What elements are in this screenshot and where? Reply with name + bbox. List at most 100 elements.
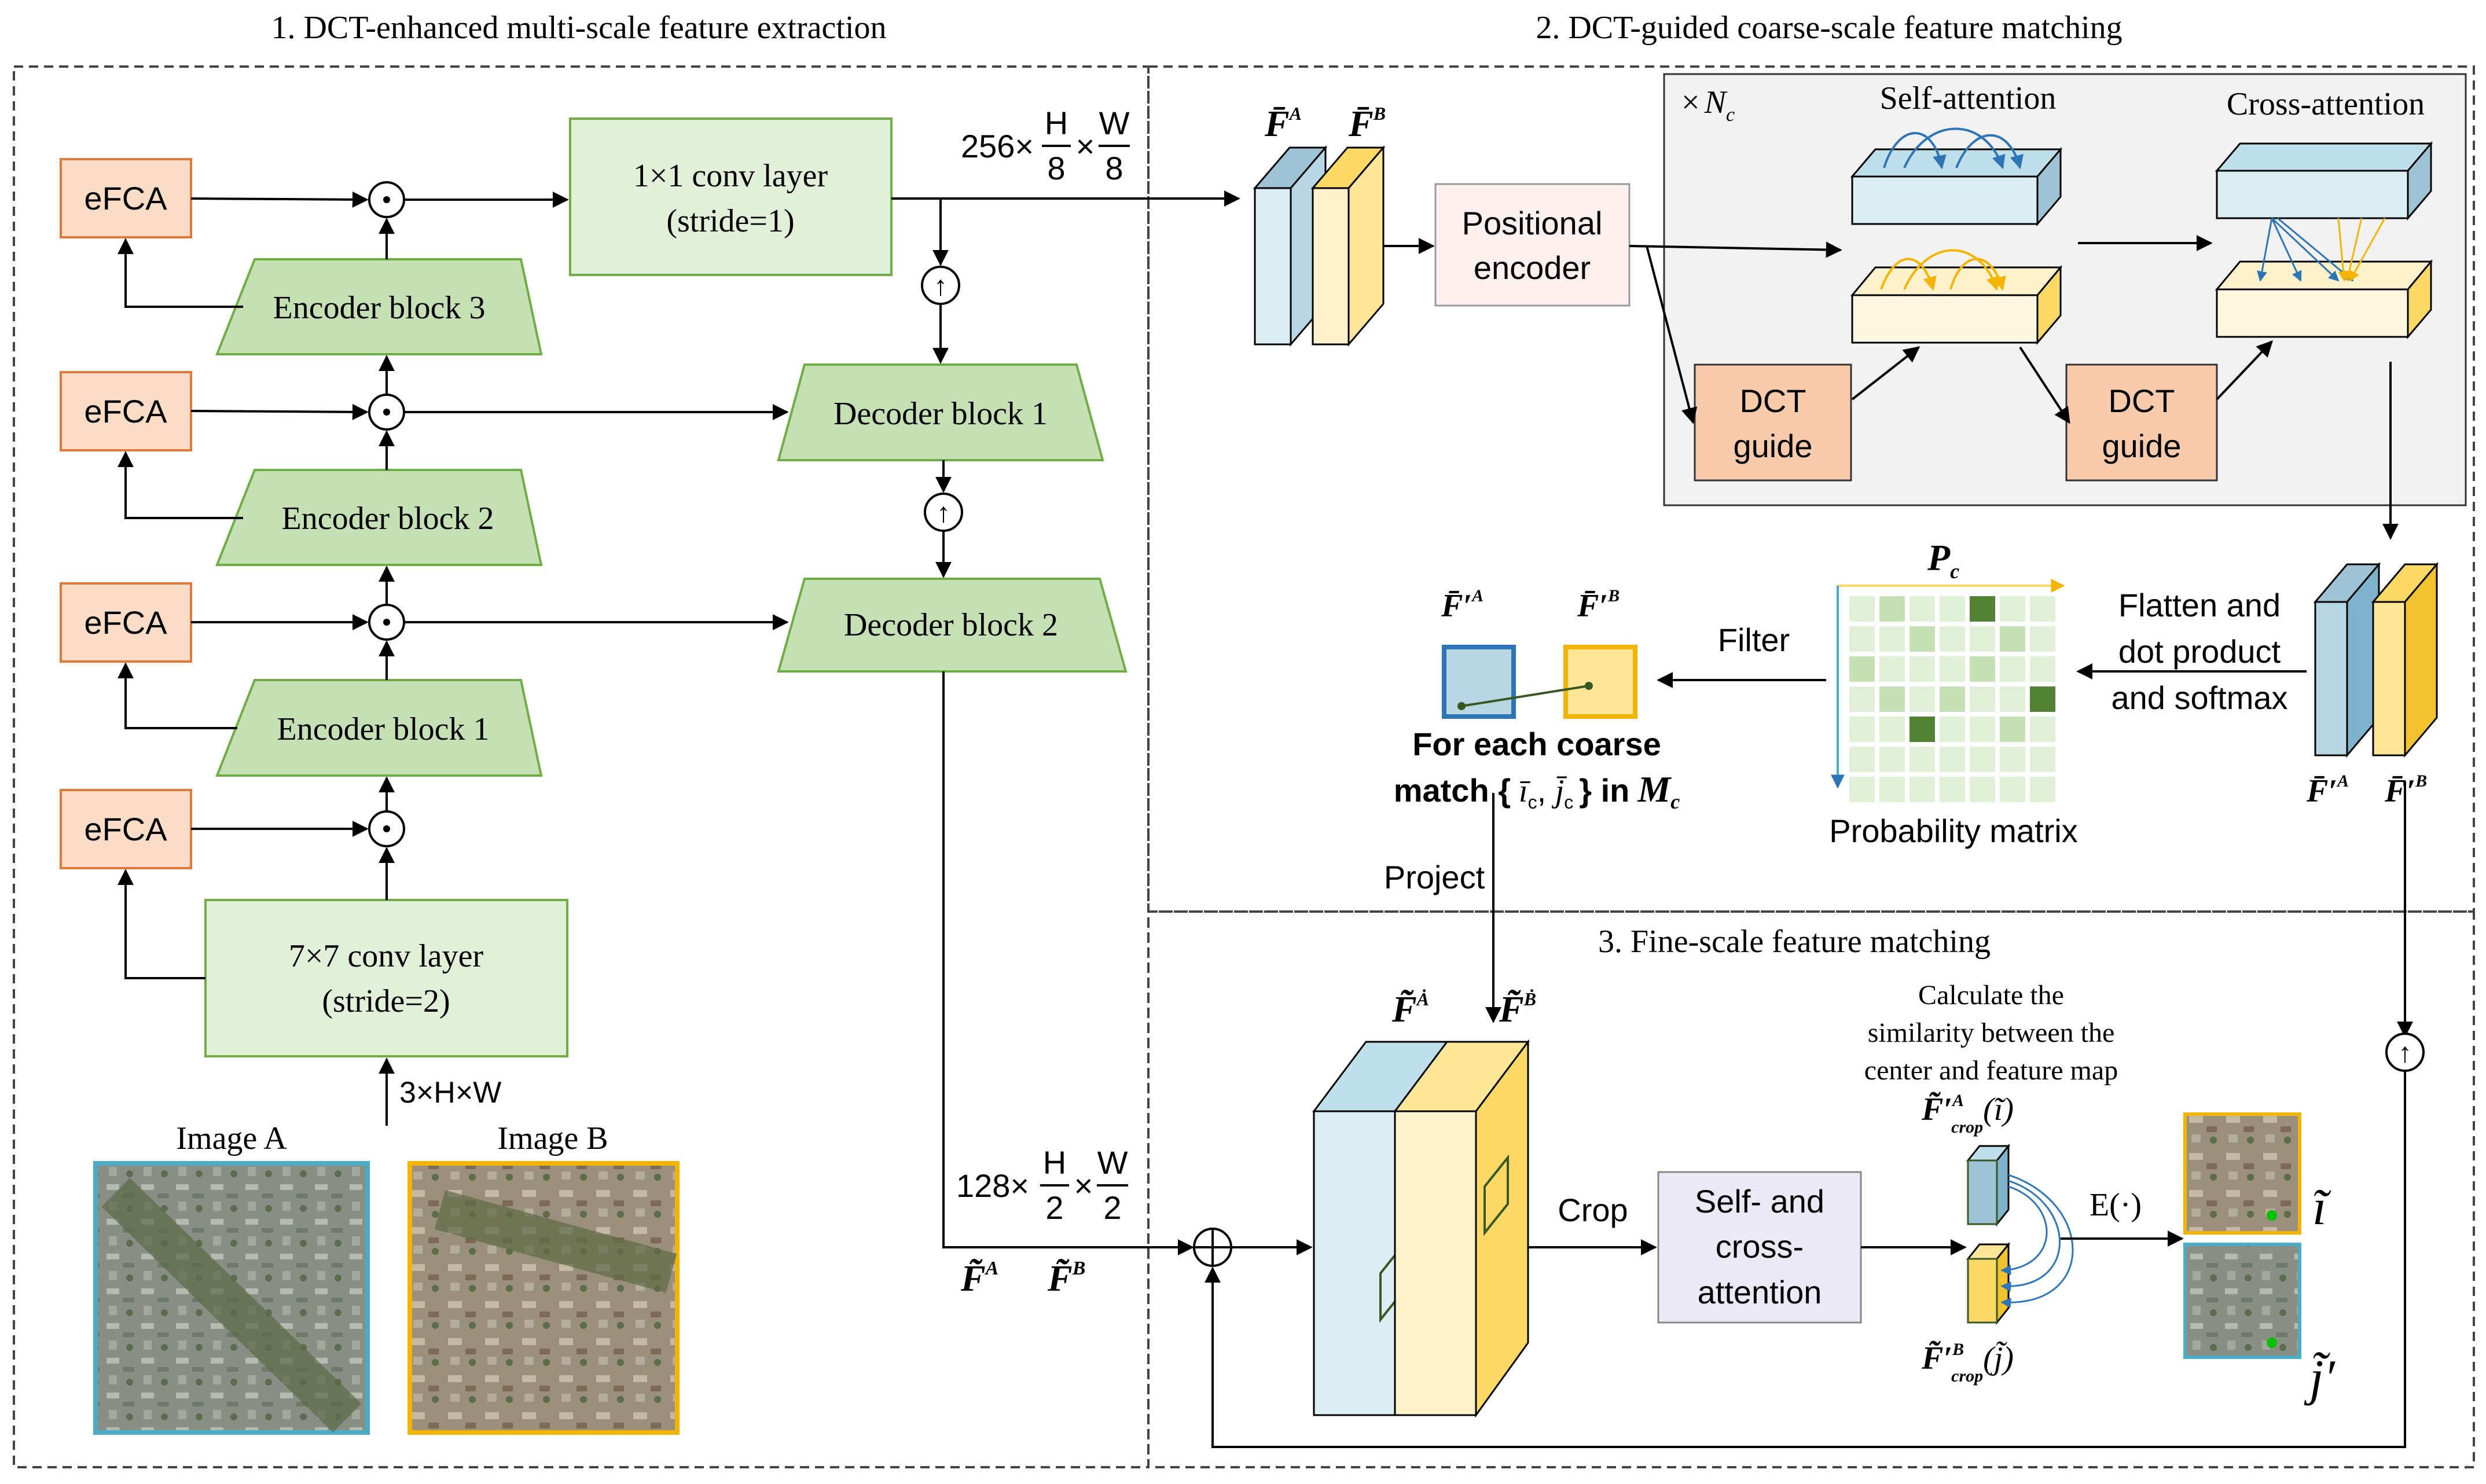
probability-matrix <box>1849 596 2055 802</box>
self-cross-attention-box: Self- and cross- attention <box>1657 1171 1862 1324</box>
coarse-dim-prefix: 256× <box>961 128 1034 164</box>
expectation-label: E(·) <box>2090 1187 2142 1223</box>
conv-1x1-layer: 1×1 conv layer (stride=1) <box>569 117 893 276</box>
section-3-title: 3. Fine-scale feature matching <box>1598 924 1991 960</box>
coarse-match-line1: For each coarse <box>1412 726 1661 762</box>
filter-label: Filter <box>1718 622 1790 658</box>
dct-line1: DCT <box>2108 383 2175 419</box>
dct-guide-1: DCT guide <box>1694 363 1852 482</box>
transformed-feature-b-block <box>2371 561 2439 758</box>
matrix-cell <box>1879 596 1905 622</box>
frac-h-num: H <box>1045 105 1068 141</box>
matrix-cell <box>1849 626 1875 652</box>
conv-7x7-title: 7×7 conv layer <box>289 938 484 974</box>
matrix-cell <box>1879 747 1905 772</box>
attn-line3: attention <box>1698 1274 1822 1310</box>
pos-enc-line2: encoder <box>1474 249 1591 286</box>
dct-line2: guide <box>1733 428 1812 464</box>
crop-feature-b-block <box>1966 1241 2011 1325</box>
stage-2: F̄A F̄B Positional encoder ×Nc Self-atte… <box>1253 73 2467 1038</box>
up-symbol: ↑ <box>937 498 950 528</box>
stage-3-arrows <box>1205 1071 2406 1448</box>
matrix-cell <box>1849 596 1875 622</box>
section-2-title: 2. DCT-guided coarse-scale feature match… <box>1536 10 2122 46</box>
matrix-cell <box>1940 596 1965 622</box>
match-feat-a-label: F̄′A <box>1441 586 1483 624</box>
cross-attn-blue-slab <box>2215 141 2433 221</box>
similarity-arcs <box>2000 1174 2074 1308</box>
matrix-cell <box>2000 656 2025 682</box>
frac-h-den: 8 <box>1047 150 1065 186</box>
encoder-block-3: Encoder block 3 <box>215 258 543 355</box>
upsample-node-3: ↑ <box>2385 1033 2425 1072</box>
matrix-cell <box>1849 777 1875 802</box>
matrix-cell <box>1940 747 1965 772</box>
matrix-cell <box>1910 777 1935 802</box>
matrix-cell <box>1970 777 1995 802</box>
image-b-label: Image B <box>497 1121 608 1156</box>
times-sign: × <box>1076 128 1095 164</box>
crop-label: Crop <box>1558 1192 1628 1228</box>
frame-stage-3 <box>1147 910 2475 1468</box>
calc-line3: center and feature map <box>1864 1055 2118 1086</box>
efca-block-0: eFCA <box>60 789 192 869</box>
attn-line1: Self- and <box>1695 1183 1824 1219</box>
matrix-cell <box>1970 717 1995 742</box>
encoder-block-2: Encoder block 2 <box>215 469 543 566</box>
self-attention-title: Self-attention <box>1880 80 2057 116</box>
frame-stage-1 <box>13 65 1150 1468</box>
dct-guide-2: DCT guide <box>2065 363 2218 482</box>
matrix-cell <box>2030 717 2055 742</box>
matrix-cell <box>2000 747 2025 772</box>
fine-feat-b: F̃B <box>1047 1258 1085 1299</box>
transformer-arrows <box>1851 235 2273 424</box>
matrix-cell <box>1849 686 1875 712</box>
matrix-cell <box>1879 686 1905 712</box>
crop-feature-a-block <box>1966 1143 2011 1227</box>
fine-feature-b-block <box>1393 1039 1530 1418</box>
matrix-cell <box>1970 656 1995 682</box>
matrix-cell <box>2000 686 2025 712</box>
match-square-b <box>1563 645 1637 719</box>
times-sign: × <box>1074 1167 1093 1204</box>
matrix-cell <box>1910 686 1935 712</box>
flatten-line3: and softmax <box>2111 679 2287 716</box>
pc-label: Pc <box>1927 537 1959 583</box>
conv-1x1-title: 1×1 conv layer <box>633 158 828 194</box>
matrix-cell <box>1970 747 1995 772</box>
matrix-cell <box>2030 626 2055 652</box>
efca-block-3: eFCA <box>60 158 192 238</box>
decoder-block-2: Decoder block 2 <box>777 578 1128 673</box>
coarse-feat-a-label: F̄A <box>1264 103 1302 144</box>
matrix-cell <box>1879 717 1905 742</box>
matrix-cell <box>1940 686 1965 712</box>
matrix-cell <box>1910 656 1935 682</box>
section-1-title: 1. DCT-enhanced multi-scale feature extr… <box>271 10 886 46</box>
fine-feature-labels: F̃A F̃B <box>960 1258 1085 1299</box>
matrix-cell <box>2000 717 2025 742</box>
up-symbol: ↑ <box>2398 1038 2412 1068</box>
matrix-cell <box>1849 717 1875 742</box>
conv-1x1-stride: (stride=1) <box>666 203 794 239</box>
coarse-feature-b-block <box>1310 145 1386 347</box>
frac-w-num: W <box>1097 1144 1128 1181</box>
matrix-cell <box>2030 747 2055 772</box>
encoder-block-1: Encoder block 1 <box>215 679 543 777</box>
image-a-label: Image A <box>176 1121 287 1156</box>
frac-h-num: H <box>1043 1144 1066 1181</box>
frac-h-den: 2 <box>1045 1189 1063 1226</box>
matrix-cell <box>1940 656 1965 682</box>
frac-w-num: W <box>1099 105 1130 141</box>
match-feat-b-label: F̄′B <box>1577 586 1620 624</box>
frac-w-den: 8 <box>1105 150 1123 186</box>
dct-line2: guide <box>2102 428 2181 464</box>
matrix-cell <box>1940 626 1965 652</box>
transformer-panel: ×Nc Self-attention Cross-attention <box>1663 73 2467 506</box>
up-symbol: ↑ <box>934 271 948 302</box>
cross-attention-title: Cross-attention <box>2227 86 2425 122</box>
matrix-cell <box>2000 626 2025 652</box>
matrix-cell <box>2000 596 2025 622</box>
